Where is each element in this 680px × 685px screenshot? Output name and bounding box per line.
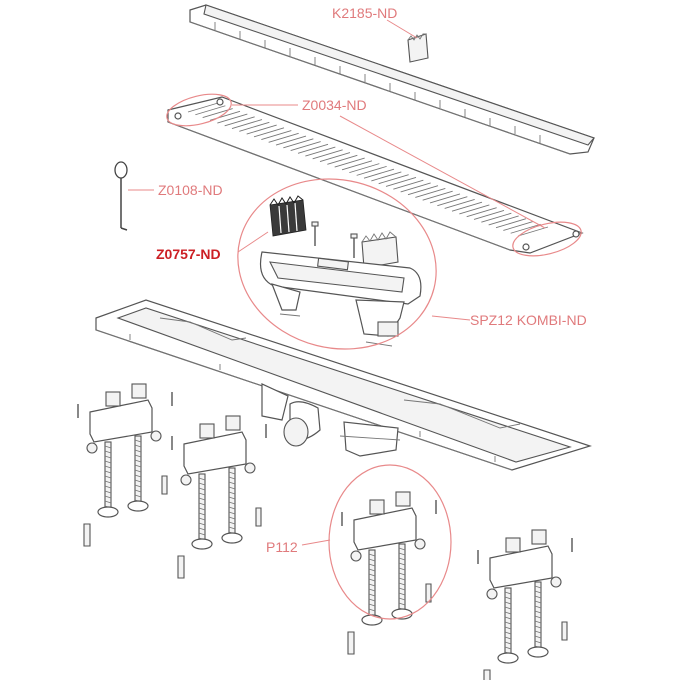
foot-left-2 bbox=[171, 415, 267, 579]
drain-channel bbox=[95, 299, 592, 471]
callout-grate-right bbox=[512, 221, 582, 257]
support-feet bbox=[77, 383, 573, 685]
label-z0034: Z0034-ND bbox=[302, 97, 367, 113]
foot-left-1 bbox=[77, 383, 173, 547]
label-z0108: Z0108-ND bbox=[158, 182, 223, 198]
insert-k2185 bbox=[407, 33, 429, 63]
insert-z0757 bbox=[269, 195, 307, 237]
grate-z0034 bbox=[167, 96, 584, 254]
callout-p112 bbox=[328, 464, 452, 620]
label-spz12: SPZ12 KOMBI-ND bbox=[470, 312, 587, 328]
foot-right bbox=[477, 529, 573, 685]
label-k2185: K2185-ND bbox=[332, 5, 398, 21]
frame-k2185 bbox=[189, 4, 595, 155]
callout-grate-left bbox=[166, 93, 232, 127]
hook-z0108 bbox=[114, 161, 128, 231]
callout-annotations bbox=[128, 19, 582, 620]
label-z0757: Z0757-ND bbox=[156, 246, 221, 262]
siphon-spz12 bbox=[259, 221, 422, 347]
foot-p112 bbox=[341, 491, 437, 655]
label-p112: P112 bbox=[266, 539, 298, 555]
callout-spz12 bbox=[237, 178, 437, 350]
